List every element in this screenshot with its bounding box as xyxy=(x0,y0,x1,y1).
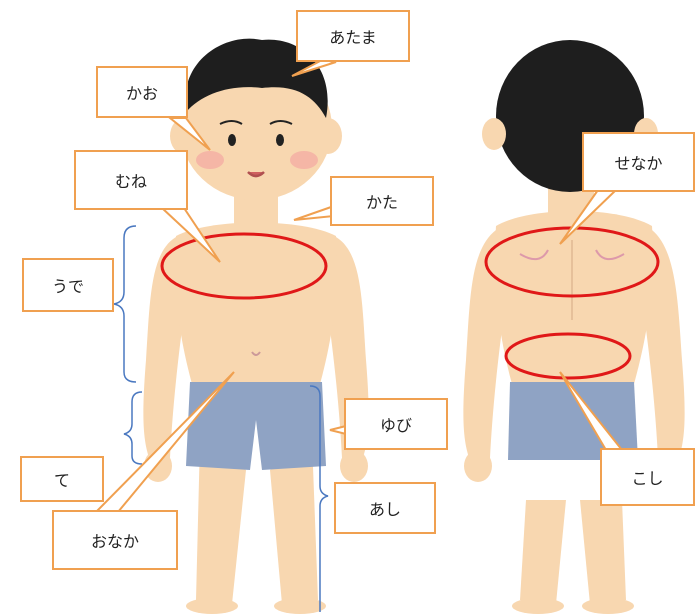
label-kata: かた xyxy=(330,176,434,226)
label-te: て xyxy=(20,456,104,502)
label-ashi: あし xyxy=(334,482,436,534)
arm-bracket xyxy=(114,226,136,382)
label-koshi: こし xyxy=(600,448,695,506)
label-ude: うで xyxy=(22,258,114,312)
label-kao: かお xyxy=(96,66,188,118)
label-mune: むね xyxy=(74,150,188,210)
hand-bracket xyxy=(124,392,142,464)
label-yubi: ゆび xyxy=(344,398,448,450)
label-atama: あたま xyxy=(296,10,410,62)
label-senaka: せなか xyxy=(582,132,695,192)
back-figure xyxy=(463,40,684,614)
label-onaka: おなか xyxy=(52,510,178,570)
